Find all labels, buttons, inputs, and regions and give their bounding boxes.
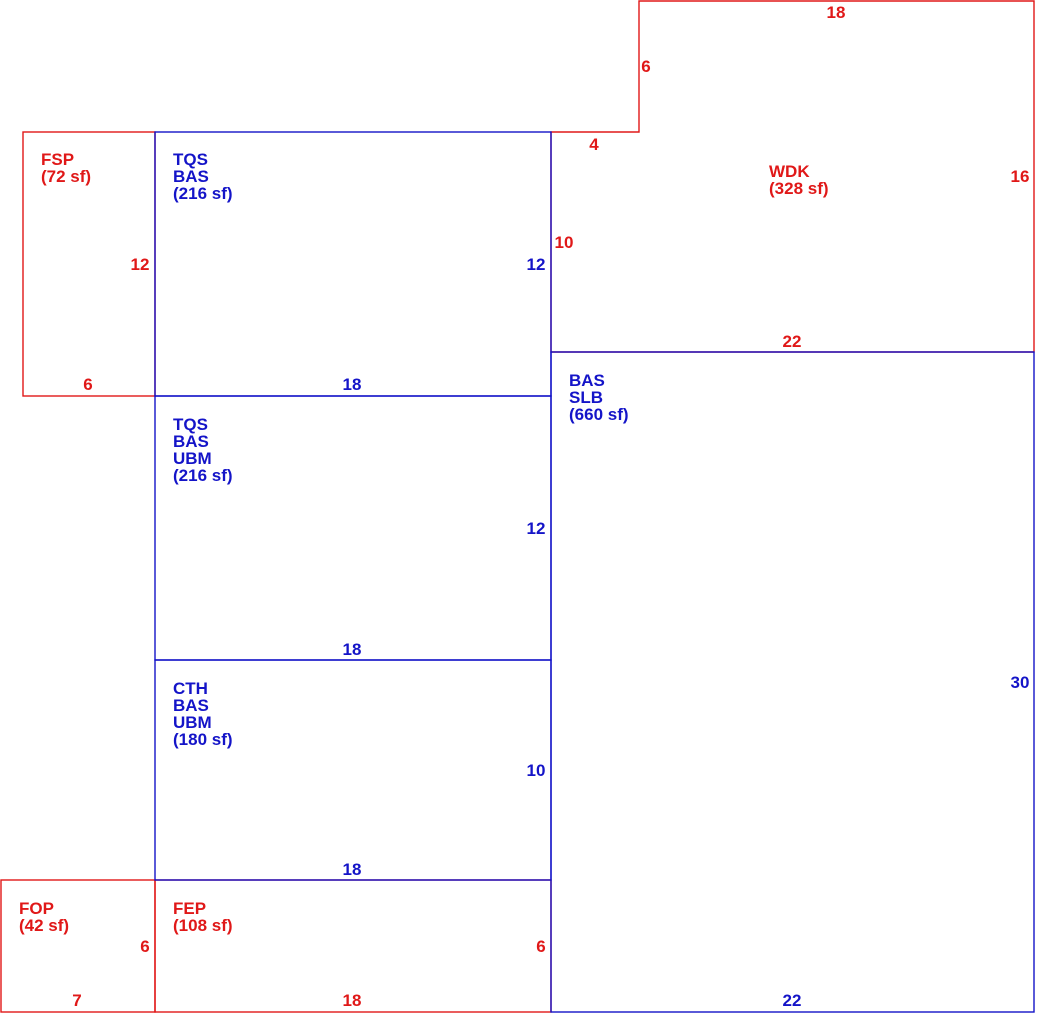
- wdk-area-label: WDK(328 sf): [769, 162, 829, 198]
- dimension-label: 18: [343, 375, 362, 394]
- area-label-line: BAS: [173, 696, 209, 715]
- area-label-line: (660 sf): [569, 405, 629, 424]
- dimension-label: 12: [131, 255, 150, 274]
- dimension-label: 6: [536, 937, 545, 956]
- dimension-label: 6: [140, 937, 149, 956]
- area-label-line: BAS: [173, 167, 209, 186]
- tqs-bas-outline: [154, 131, 552, 397]
- dimension-label: 7: [72, 991, 81, 1010]
- area-label-line: FEP: [173, 899, 206, 918]
- area-label-line: FSP: [41, 150, 74, 169]
- dimension-label: 12: [527, 519, 546, 538]
- dimension-label: 22: [783, 332, 802, 351]
- area-label-line: (216 sf): [173, 466, 233, 485]
- area-label-line: (42 sf): [19, 916, 69, 935]
- area-label-line: FOP: [19, 899, 54, 918]
- fop-area-label: FOP(42 sf): [19, 899, 69, 935]
- dimension-label: 18: [343, 860, 362, 879]
- area-label-line: CTH: [173, 679, 208, 698]
- dimension-label: 18: [827, 3, 846, 22]
- area-label-line: TQS: [173, 415, 208, 434]
- dimension-label: 4: [589, 135, 599, 154]
- area-label-line: BAS: [173, 432, 209, 451]
- dimension-label: 12: [527, 255, 546, 274]
- dimension-label: 22: [783, 991, 802, 1010]
- tqs-bas-ubm-outline: [154, 395, 552, 661]
- dimension-label: 6: [83, 375, 92, 394]
- area-label-line: WDK: [769, 162, 810, 181]
- bas-slb-outline: [550, 351, 1035, 1013]
- dimension-label: 30: [1011, 673, 1030, 692]
- dimension-label: 18: [343, 991, 362, 1010]
- area-label-line: (72 sf): [41, 167, 91, 186]
- area-label-line: TQS: [173, 150, 208, 169]
- area-label-line: UBM: [173, 713, 212, 732]
- fsp-area-label: FSP(72 sf): [41, 150, 91, 186]
- dimension-label: 16: [1011, 167, 1030, 186]
- area-label-line: (180 sf): [173, 730, 233, 749]
- dimension-label: 10: [527, 761, 546, 780]
- area-label-line: SLB: [569, 388, 603, 407]
- area-label-line: (216 sf): [173, 184, 233, 203]
- dimension-label: 6: [641, 57, 650, 76]
- fep-area-label: FEP(108 sf): [173, 899, 233, 935]
- area-label-line: BAS: [569, 371, 605, 390]
- dimension-label: 10: [555, 233, 574, 252]
- area-label-line: (328 sf): [769, 179, 829, 198]
- area-label-line: UBM: [173, 449, 212, 468]
- dimension-label: 18: [343, 640, 362, 659]
- cth-bas-ubm-outline: [154, 659, 552, 881]
- area-label-line: (108 sf): [173, 916, 233, 935]
